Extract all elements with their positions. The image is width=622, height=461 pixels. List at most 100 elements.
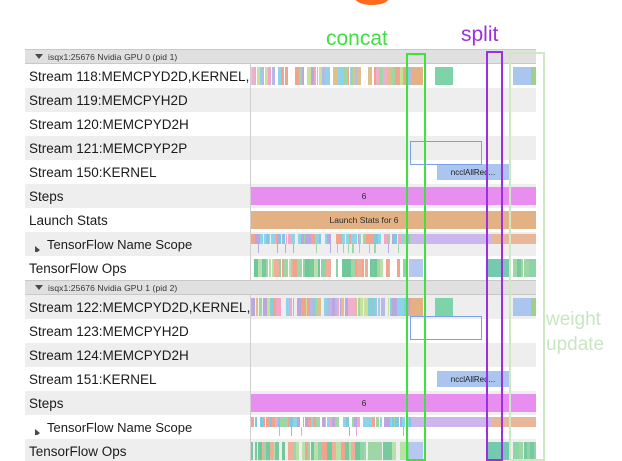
trace-event-bar[interactable] <box>271 67 276 85</box>
trace-event-bar[interactable] <box>252 298 256 316</box>
chevron-right-icon[interactable] <box>35 245 40 252</box>
trace-event-bar[interactable] <box>374 234 378 244</box>
trace-event-bar[interactable] <box>405 427 408 436</box>
trace-event-bar[interactable] <box>305 417 309 427</box>
trace-event-bar[interactable] <box>292 244 294 253</box>
trace-event-bar[interactable] <box>251 417 254 427</box>
trace-event-bar[interactable] <box>379 67 383 85</box>
trace-event-bar[interactable] <box>263 234 266 244</box>
trace-event-bar[interactable] <box>377 442 383 460</box>
trace-event-bar[interactable] <box>487 259 511 277</box>
trace-event-bar[interactable] <box>291 259 293 277</box>
trace-event-bar[interactable] <box>371 259 374 277</box>
trace-event-bar[interactable] <box>297 259 303 277</box>
trace-event-bar[interactable] <box>251 298 253 316</box>
trace-event-bar[interactable] <box>259 67 262 85</box>
trace-event-bar[interactable] <box>303 234 306 244</box>
trace-event-bar[interactable] <box>363 234 366 244</box>
trace-event-bar[interactable] <box>380 259 383 277</box>
trace-event-bar[interactable] <box>376 259 381 277</box>
trace-event-bar[interactable] <box>310 234 315 244</box>
trace-event-bar[interactable] <box>312 298 315 316</box>
trace-event-bar[interactable] <box>354 259 358 277</box>
trace-event-bar[interactable] <box>349 67 352 85</box>
trace-event-bar[interactable] <box>348 298 352 316</box>
trace-event-bar[interactable] <box>279 417 282 427</box>
trace-event-bar[interactable] <box>308 417 311 427</box>
trace-event-bar[interactable] <box>351 442 355 460</box>
trace-event-bar[interactable] <box>384 417 388 427</box>
trace-event-bar[interactable] <box>302 259 305 277</box>
trace-event-bar[interactable] <box>392 234 394 244</box>
trace-row[interactable]: TensorFlow Name Scope <box>25 415 536 439</box>
trace-event-bar[interactable] <box>302 417 305 427</box>
trace-event-bar[interactable] <box>349 234 352 244</box>
trace-event-bar[interactable] <box>259 417 263 427</box>
trace-event-bar[interactable] <box>397 234 401 244</box>
trace-event-bar[interactable] <box>348 427 350 436</box>
trace-event-bar[interactable] <box>269 442 274 460</box>
trace-event-bar[interactable] <box>369 234 374 244</box>
trace-event-bar[interactable] <box>275 442 280 460</box>
trace-event-bar[interactable] <box>301 234 304 244</box>
trace-event-bar[interactable] <box>388 234 390 244</box>
trace-event-bar[interactable] <box>331 417 335 427</box>
trace-event-bar[interactable] <box>260 234 264 244</box>
trace-event-bar[interactable] <box>322 259 327 277</box>
trace-event-bar[interactable] <box>288 259 292 277</box>
trace-event-bar[interactable] <box>308 442 311 460</box>
trace-event-bar[interactable] <box>264 67 269 85</box>
trace-event-bar[interactable] <box>528 259 533 277</box>
trace-event-bar[interactable] <box>377 234 381 244</box>
trace-event-bar[interactable] <box>251 67 253 85</box>
trace-event-bar[interactable] <box>400 298 404 316</box>
trace-event-bar[interactable] <box>290 298 293 316</box>
trace-event-bar[interactable] <box>520 259 524 277</box>
trace-event-bar[interactable] <box>310 298 313 316</box>
trace-event-bar[interactable] <box>258 259 262 277</box>
trace-event-bar[interactable] <box>399 417 402 427</box>
trace-event-bar[interactable] <box>292 298 295 316</box>
trace-event-bar[interactable] <box>315 234 319 244</box>
trace-event-bar[interactable] <box>364 442 367 460</box>
trace-event-bar[interactable] <box>274 259 279 277</box>
trace-event-bar[interactable] <box>491 234 536 244</box>
trace-event-bar[interactable] <box>299 67 302 85</box>
trace-event-bar[interactable] <box>374 259 377 277</box>
trace-event-bar[interactable] <box>258 234 260 244</box>
trace-event-bar[interactable] <box>350 259 355 277</box>
trace-event-bar[interactable] <box>343 244 345 253</box>
trace-event-bar[interactable] <box>254 67 257 85</box>
trace-event-bar[interactable] <box>375 417 380 427</box>
trace-event-bar[interactable] <box>317 442 322 460</box>
trace-event-bar[interactable] <box>346 259 351 277</box>
trace-event-bar[interactable] <box>330 417 332 427</box>
trace-event-bar[interactable] <box>304 259 309 277</box>
trace-event-bar[interactable] <box>370 417 373 427</box>
trace-event-bar[interactable] <box>266 259 269 277</box>
launch-stats-bar[interactable] <box>251 211 536 229</box>
trace-event-bar[interactable] <box>254 417 258 427</box>
trace-event-bar[interactable] <box>524 259 526 277</box>
trace-event-bar[interactable] <box>404 234 408 244</box>
trace-event-bar[interactable] <box>403 298 408 316</box>
trace-event-bar[interactable] <box>327 298 332 316</box>
trace-event-bar[interactable] <box>288 442 294 460</box>
trace-event-bar[interactable] <box>368 67 372 85</box>
trace-event-bar[interactable] <box>411 417 536 427</box>
trace-event-bar[interactable] <box>277 234 279 244</box>
trace-event-bar[interactable] <box>435 298 453 316</box>
trace-row-track[interactable] <box>250 64 536 88</box>
trace-row-track[interactable] <box>250 343 536 367</box>
trace-event-bar[interactable] <box>387 417 390 427</box>
trace-event-bar[interactable] <box>351 298 355 316</box>
trace-row-track[interactable] <box>250 319 536 343</box>
trace-event-bar[interactable] <box>373 442 378 460</box>
trace-event-bar[interactable] <box>533 259 536 277</box>
trace-row-track[interactable] <box>250 232 536 256</box>
trace-event-bar[interactable] <box>290 417 293 427</box>
trace-event-bar[interactable] <box>268 234 271 244</box>
trace-event-bar[interactable] <box>393 417 396 427</box>
